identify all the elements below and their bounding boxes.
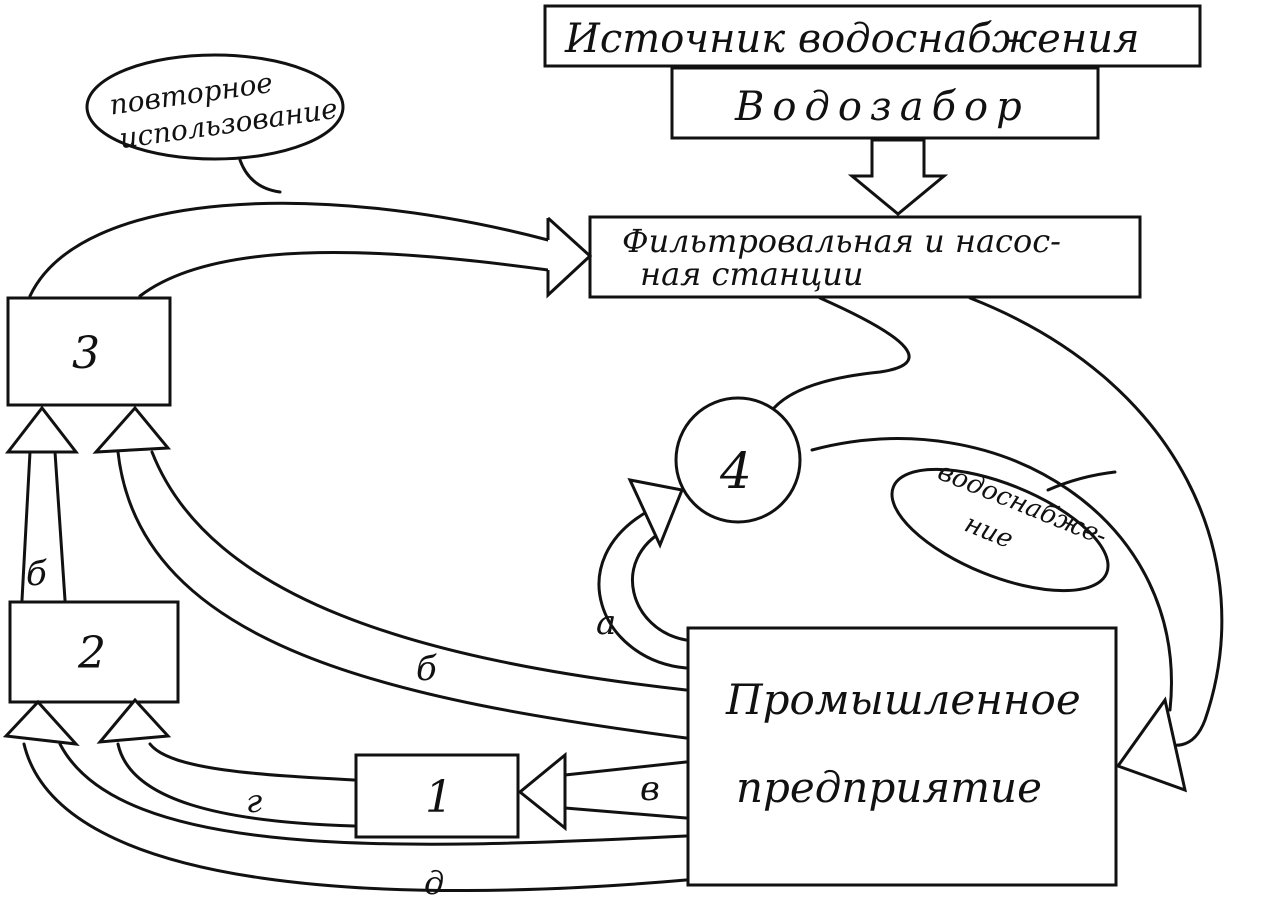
arrow-enterprise-to-2 <box>2 699 688 893</box>
station-to-4-flow <box>772 296 911 410</box>
arrow-enterprise-to-4 <box>597 477 688 670</box>
reuse-bubble: повторное использование <box>85 53 345 161</box>
node-4-circle: 4 <box>674 396 802 524</box>
water-intake-box: Водозабор <box>670 66 1100 140</box>
intake-down-arrow <box>847 138 949 216</box>
label-b-upper: б <box>26 554 47 594</box>
treatment-station-label-line1: Фильтровальная и насос- <box>622 222 1061 260</box>
node-3-label: 3 <box>72 328 100 379</box>
node-1-label: 1 <box>425 772 453 823</box>
node-1-box: 1 <box>354 753 520 839</box>
supply-bubble-pointer <box>1046 470 1117 492</box>
enterprise-label-line1: Промышленное <box>725 675 1081 724</box>
treatment-station-label-line2: ная станции <box>640 255 863 293</box>
node-2-box: 2 <box>8 600 180 704</box>
arrow-3-to-station <box>28 201 593 299</box>
node-4-label: 4 <box>719 442 752 500</box>
label-g: г <box>246 782 262 820</box>
water-source-box: Источник водоснабжения <box>543 4 1202 68</box>
arrow-enterprise-to-1 <box>517 751 688 832</box>
arrow-1-to-2 <box>96 697 356 828</box>
label-v: в <box>640 769 660 809</box>
arrow-station-to-enterprise <box>810 296 1224 793</box>
label-d: д <box>424 864 444 902</box>
treatment-station-box: Фильтровальная и насос- ная станции <box>588 215 1142 299</box>
water-source-label: Источник водоснабжения <box>564 16 1139 62</box>
arrow-enterprise-to-3 <box>92 405 688 740</box>
arrow-2-to-3 <box>4 405 80 602</box>
reuse-bubble-pointer <box>238 158 282 194</box>
label-a: а <box>596 603 616 643</box>
node-3-box: 3 <box>6 296 172 407</box>
water-intake-label: Водозабор <box>734 84 1030 130</box>
enterprise-box: Промышленное предприятие <box>686 626 1118 887</box>
enterprise-label-line2: предприятие <box>736 763 1042 812</box>
node-2-label: 2 <box>77 628 106 679</box>
label-b-lower: б <box>416 649 437 689</box>
supply-bubble: водоснабже- ние <box>890 457 1111 593</box>
